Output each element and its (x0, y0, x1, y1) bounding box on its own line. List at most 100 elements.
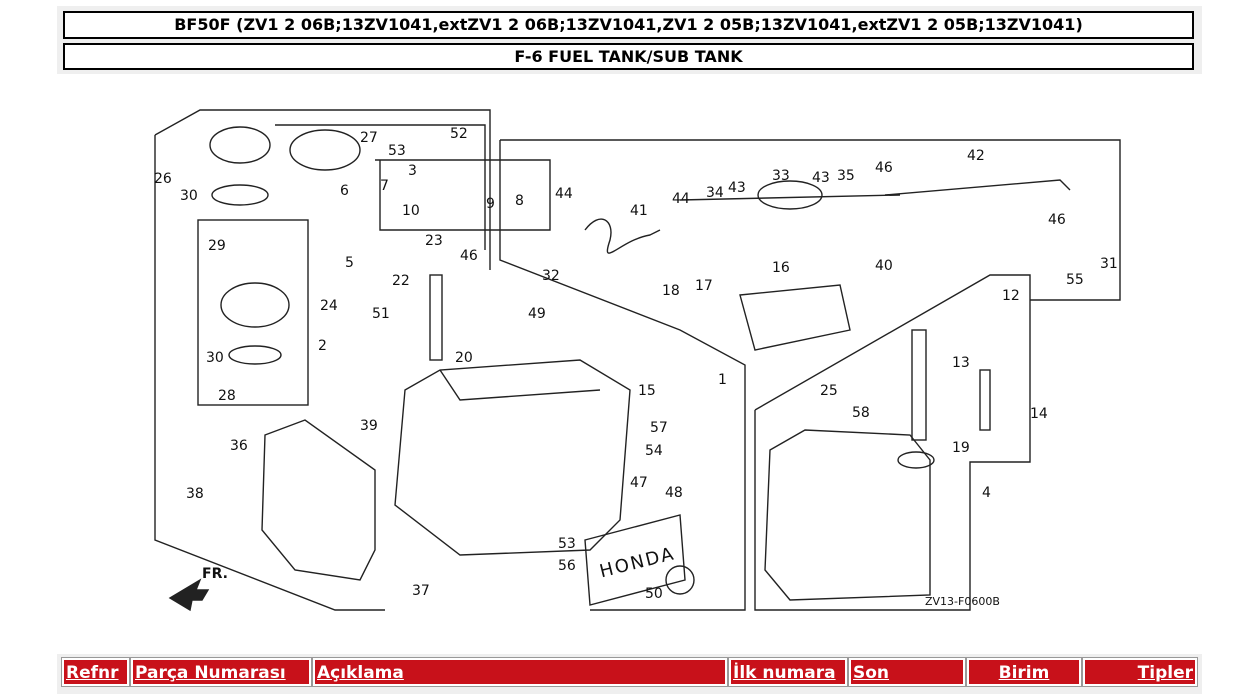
col-types[interactable]: Tipler (1082, 657, 1198, 687)
svg-text:57: 57 (650, 420, 668, 436)
cover (261, 419, 376, 581)
frame-box (197, 219, 309, 406)
svg-text:40: 40 (875, 258, 893, 274)
frame-line (154, 135, 385, 611)
fuel-tank (764, 429, 931, 601)
col-refnr[interactable]: Refnr (61, 657, 130, 687)
svg-text:14: 14 (1030, 406, 1048, 422)
svg-text:29: 29 (208, 238, 226, 254)
svg-text:7: 7 (380, 178, 389, 194)
svg-text:8: 8 (515, 193, 524, 209)
svg-text:4: 4 (982, 485, 991, 501)
svg-text:56: 56 (558, 558, 576, 574)
svg-text:49: 49 (528, 306, 546, 322)
svg-text:13: 13 (952, 355, 970, 371)
svg-text:30: 30 (206, 350, 224, 366)
gasket (211, 184, 269, 206)
fuel-pickup (911, 329, 927, 441)
svg-text:37: 37 (412, 583, 430, 599)
col-unit[interactable]: Birim (966, 657, 1082, 687)
svg-text:15: 15 (638, 383, 656, 399)
fr-arrow (168, 578, 210, 612)
svg-text:50: 50 (645, 586, 663, 602)
col-description[interactable]: Açıklama (312, 657, 728, 687)
svg-text:33: 33 (772, 168, 790, 184)
svg-text:58: 58 (852, 405, 870, 421)
svg-text:19: 19 (952, 440, 970, 456)
svg-text:53: 53 (558, 536, 576, 552)
svg-text:53: 53 (388, 143, 406, 159)
svg-text:46: 46 (460, 248, 478, 264)
svg-text:25: 25 (820, 383, 838, 399)
svg-text:17: 17 (695, 278, 713, 294)
svg-text:35: 35 (837, 168, 855, 184)
svg-text:9: 9 (486, 196, 495, 212)
cap (220, 282, 290, 328)
honda-plate (584, 514, 686, 606)
svg-text:52: 52 (450, 126, 468, 142)
svg-text:34: 34 (706, 185, 724, 201)
frame-line (754, 274, 1031, 611)
cap (209, 126, 271, 164)
honda-text: HONDA (597, 543, 677, 582)
col-part-number[interactable]: Parça Numarası (130, 657, 312, 687)
frame-line (154, 109, 491, 270)
svg-text:18: 18 (662, 283, 680, 299)
svg-text:27: 27 (360, 130, 378, 146)
svg-text:46: 46 (1048, 212, 1066, 228)
svg-text:44: 44 (555, 186, 573, 202)
header-panel: BF50F (ZV1 2 06B;13ZV1041,extZV1 2 06B;1… (57, 6, 1202, 74)
col-last[interactable]: Son (848, 657, 966, 687)
svg-text:36: 36 (230, 438, 248, 454)
svg-text:46: 46 (875, 160, 893, 176)
svg-text:30: 30 (180, 188, 198, 204)
svg-text:20: 20 (455, 350, 473, 366)
frame-line (499, 140, 746, 611)
model-title: BF50F (ZV1 2 06B;13ZV1041,extZV1 2 06B;1… (63, 11, 1194, 39)
svg-text:41: 41 (630, 203, 648, 219)
svg-text:51: 51 (372, 306, 390, 322)
primer-bulb (757, 180, 823, 210)
svg-text:31: 31 (1100, 256, 1118, 272)
svg-text:28: 28 (218, 388, 236, 404)
svg-text:16: 16 (772, 260, 790, 276)
frame-line (500, 139, 1121, 301)
svg-text:54: 54 (645, 443, 663, 459)
gasket (228, 345, 282, 365)
tube (429, 274, 443, 361)
svg-text:32: 32 (542, 268, 560, 284)
svg-text:26: 26 (154, 171, 172, 187)
svg-text:1: 1 (718, 372, 727, 388)
svg-text:44: 44 (672, 191, 690, 207)
svg-text:42: 42 (967, 148, 985, 164)
parts-table-header: Refnr Parça Numarası Açıklama İlk numara… (57, 654, 1202, 694)
fuel-gauge (739, 284, 851, 351)
col-first-number[interactable]: İlk numara (728, 657, 848, 687)
svg-text:5: 5 (345, 255, 354, 271)
frame-line (275, 124, 486, 250)
svg-text:47: 47 (630, 475, 648, 491)
svg-text:10: 10 (402, 203, 420, 219)
svg-text:2: 2 (318, 338, 327, 354)
svg-text:43: 43 (812, 170, 830, 186)
svg-text:12: 12 (1002, 288, 1020, 304)
svg-text:48: 48 (665, 485, 683, 501)
diagram-subtitle: F-6 FUEL TANK/SUB TANK (63, 43, 1194, 70)
svg-text:55: 55 (1066, 272, 1084, 288)
svg-text:3: 3 (408, 163, 417, 179)
svg-text:43: 43 (728, 180, 746, 196)
svg-text:24: 24 (320, 298, 338, 314)
fr-label: FR. (202, 566, 228, 582)
svg-text:6: 6 (340, 183, 349, 199)
frame-line (375, 159, 551, 231)
svg-text:38: 38 (186, 486, 204, 502)
svg-text:39: 39 (360, 418, 378, 434)
svg-text:23: 23 (425, 233, 443, 249)
hose (884, 179, 1071, 196)
cap (289, 129, 361, 171)
hose (584, 218, 661, 254)
svg-text:22: 22 (392, 273, 410, 289)
drawing-code: ZV13-F0600B (925, 595, 1000, 608)
